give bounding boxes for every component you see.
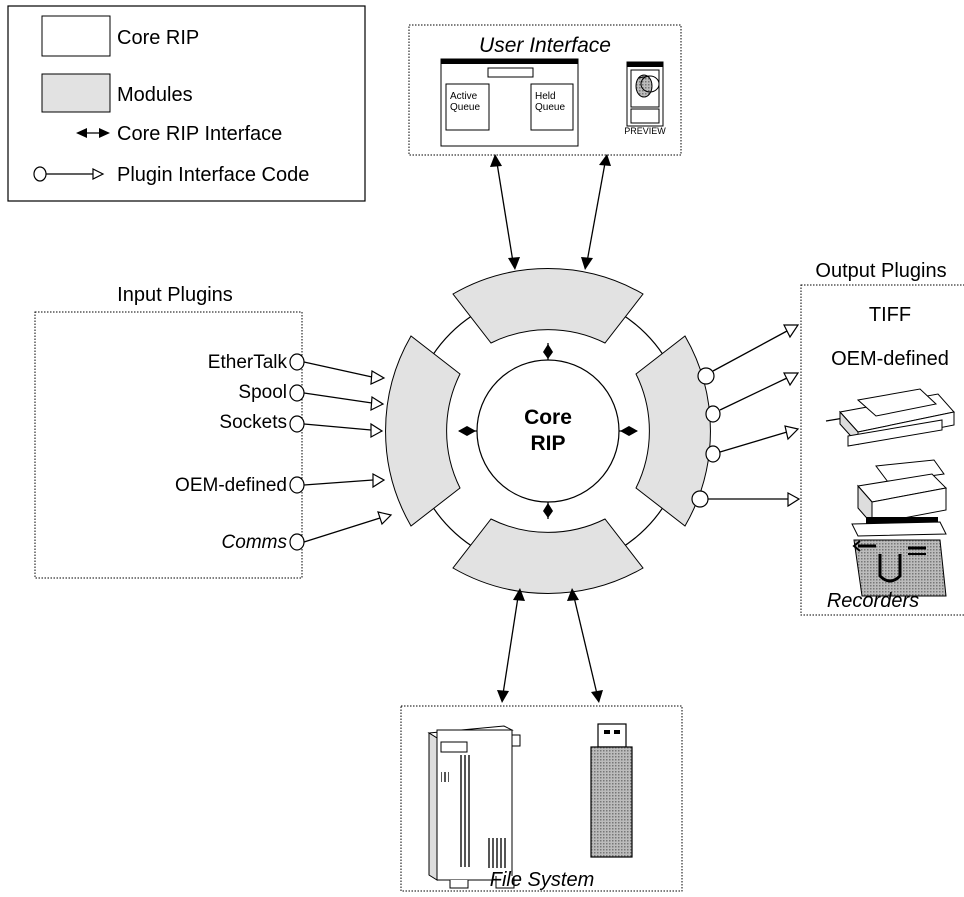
right-module	[635, 335, 711, 527]
core-rip-ring: Core RIP	[385, 268, 711, 594]
active-queue-line2: Queue	[450, 102, 480, 113]
legend-double-arrow-icon	[76, 128, 110, 138]
core-interface-right-icon	[619, 426, 638, 436]
ui-core-connectors	[490, 154, 611, 270]
active-queue-line1: Active	[450, 91, 478, 102]
queue-window-icon: Active Queue Held Queue	[440, 58, 579, 147]
input-plugin-spool: Spool	[238, 382, 287, 403]
output-connector-4	[691, 490, 801, 508]
input-plugin-sockets: Sockets	[219, 412, 287, 433]
held-queue-box	[530, 83, 574, 131]
active-queue-box	[445, 83, 490, 131]
input-plugin-comms: Comms	[222, 532, 288, 553]
legend: Core RIP Modules Core RIP Interface Plug…	[7, 5, 366, 202]
output-plugin-oem-defined: OEM-defined	[831, 348, 949, 370]
input-plugins-panel: Input Plugins EtherTalk Spool Sockets OE…	[34, 284, 393, 579]
legend-plugin-connector-icon	[33, 166, 105, 182]
input-plugins-frame	[34, 311, 303, 579]
legend-modules-label: Modules	[117, 84, 193, 106]
legend-modules-swatch	[41, 73, 111, 113]
ui-core-arrow-left	[496, 162, 514, 263]
output-connector-3	[705, 425, 800, 463]
input-plugin-ethertalk: EtherTalk	[208, 352, 288, 373]
server-tower-icon	[427, 725, 521, 889]
core-rip-label-line2: RIP	[530, 432, 565, 455]
core-rip-circle	[476, 359, 620, 503]
user-interface-title: User Interface	[479, 34, 611, 57]
recorder-icon	[851, 459, 948, 597]
preview-label: PREVIEW	[624, 126, 666, 136]
output-plugins-title: Output Plugins	[815, 260, 946, 282]
input-connector-ethertalk	[289, 353, 386, 385]
input-connector-oem-defined	[289, 472, 386, 494]
core-interface-bottom-icon	[543, 502, 553, 519]
usb-drive-icon	[590, 723, 633, 858]
legend-core-rip-swatch	[41, 15, 111, 57]
fs-core-arrow-right	[573, 596, 598, 695]
input-connector-sockets	[289, 415, 384, 439]
input-plugin-oem-defined: OEM-defined	[175, 475, 287, 496]
input-connector-comms	[289, 511, 393, 551]
held-queue-line1: Held	[535, 91, 556, 102]
input-plugins-title: Input Plugins	[117, 284, 233, 306]
file-system-label: File System	[490, 869, 594, 891]
output-connector-2	[705, 372, 800, 423]
top-module	[452, 268, 644, 344]
output-connector-1	[697, 324, 800, 385]
core-rip-label-line1: Core	[524, 406, 572, 429]
fs-core-connectors	[497, 588, 603, 703]
bottom-module	[452, 518, 644, 594]
left-module	[385, 335, 461, 527]
output-plugin-tiff: TIFF	[869, 304, 911, 326]
output-plugins-panel: Output Plugins TIFF OEM-defined	[691, 260, 964, 616]
ui-core-arrow-right	[586, 162, 606, 263]
core-interface-left-icon	[458, 426, 477, 436]
output-recorders-label: Recorders	[827, 590, 919, 612]
preview-window-icon: PREVIEW	[624, 61, 666, 136]
legend-core-rip-label: Core RIP	[117, 27, 199, 49]
fs-core-arrow-left	[502, 596, 519, 695]
legend-plugin-interface-code-label: Plugin Interface Code	[117, 164, 309, 186]
printer-icon	[825, 388, 955, 447]
core-interface-top-icon	[543, 343, 553, 360]
input-connector-spool	[289, 384, 385, 412]
file-system-panel: File System	[400, 705, 683, 892]
legend-core-rip-interface-label: Core RIP Interface	[117, 123, 282, 145]
held-queue-line2: Queue	[535, 102, 565, 113]
user-interface-panel: User Interface Active Queue Held Queue P…	[408, 24, 682, 156]
